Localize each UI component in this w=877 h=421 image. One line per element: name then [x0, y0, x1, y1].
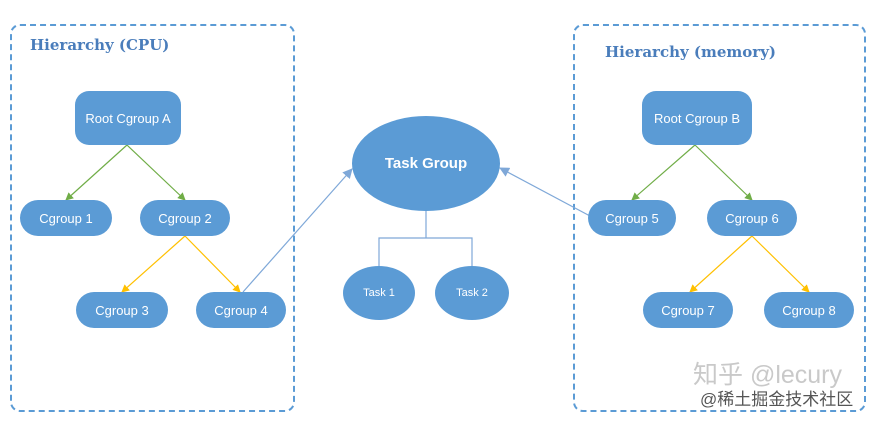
cpu-hierarchy-title: Hierarchy (CPU) [30, 36, 170, 54]
memory-hierarchy-frame [573, 24, 866, 412]
cgroup-6[interactable]: Cgroup 6 [707, 200, 797, 236]
cgroup-2[interactable]: Cgroup 2 [140, 200, 230, 236]
task-group-bracket [378, 211, 473, 266]
cpu-hierarchy-frame [10, 24, 295, 412]
arrow-root-b-to-cgroup-6 [694, 144, 753, 201]
arrow-root-a-to-cgroup-1 [65, 144, 128, 201]
arrow-root-b-to-cgroup-5 [631, 144, 696, 201]
task-2[interactable]: Task 2 [435, 266, 509, 320]
arrow-cgroup-2-to-cgroup-4 [184, 235, 241, 293]
task-1[interactable]: Task 1 [343, 266, 415, 320]
root-cgroup-a[interactable]: Root Cgroup A [75, 91, 181, 145]
watermark-juejin: @稀土掘金技术社区 [700, 390, 854, 409]
arrow-cgroup-6-to-cgroup-7 [689, 235, 753, 293]
watermark-zhihu: 知乎 @lecury [693, 361, 843, 389]
arrow-cgroup-6-to-cgroup-8 [751, 235, 810, 293]
cgroup-3[interactable]: Cgroup 3 [76, 292, 168, 328]
memory-hierarchy-title: Hierarchy (memory) [605, 43, 777, 61]
arrow-cgroup-2-to-cgroup-3 [121, 235, 186, 293]
task-group[interactable]: Task Group [352, 116, 500, 211]
arrow-root-a-to-cgroup-2 [126, 144, 186, 201]
arrow-cgroup-5-to-task-group [499, 167, 591, 217]
cgroup-4[interactable]: Cgroup 4 [196, 292, 286, 328]
cgroup-1[interactable]: Cgroup 1 [20, 200, 112, 236]
arrow-cgroup-4-to-task-group [242, 168, 353, 293]
cgroup-7[interactable]: Cgroup 7 [643, 292, 733, 328]
cgroup-8[interactable]: Cgroup 8 [764, 292, 854, 328]
cgroup-5[interactable]: Cgroup 5 [588, 200, 676, 236]
root-cgroup-b[interactable]: Root Cgroup B [642, 91, 752, 145]
